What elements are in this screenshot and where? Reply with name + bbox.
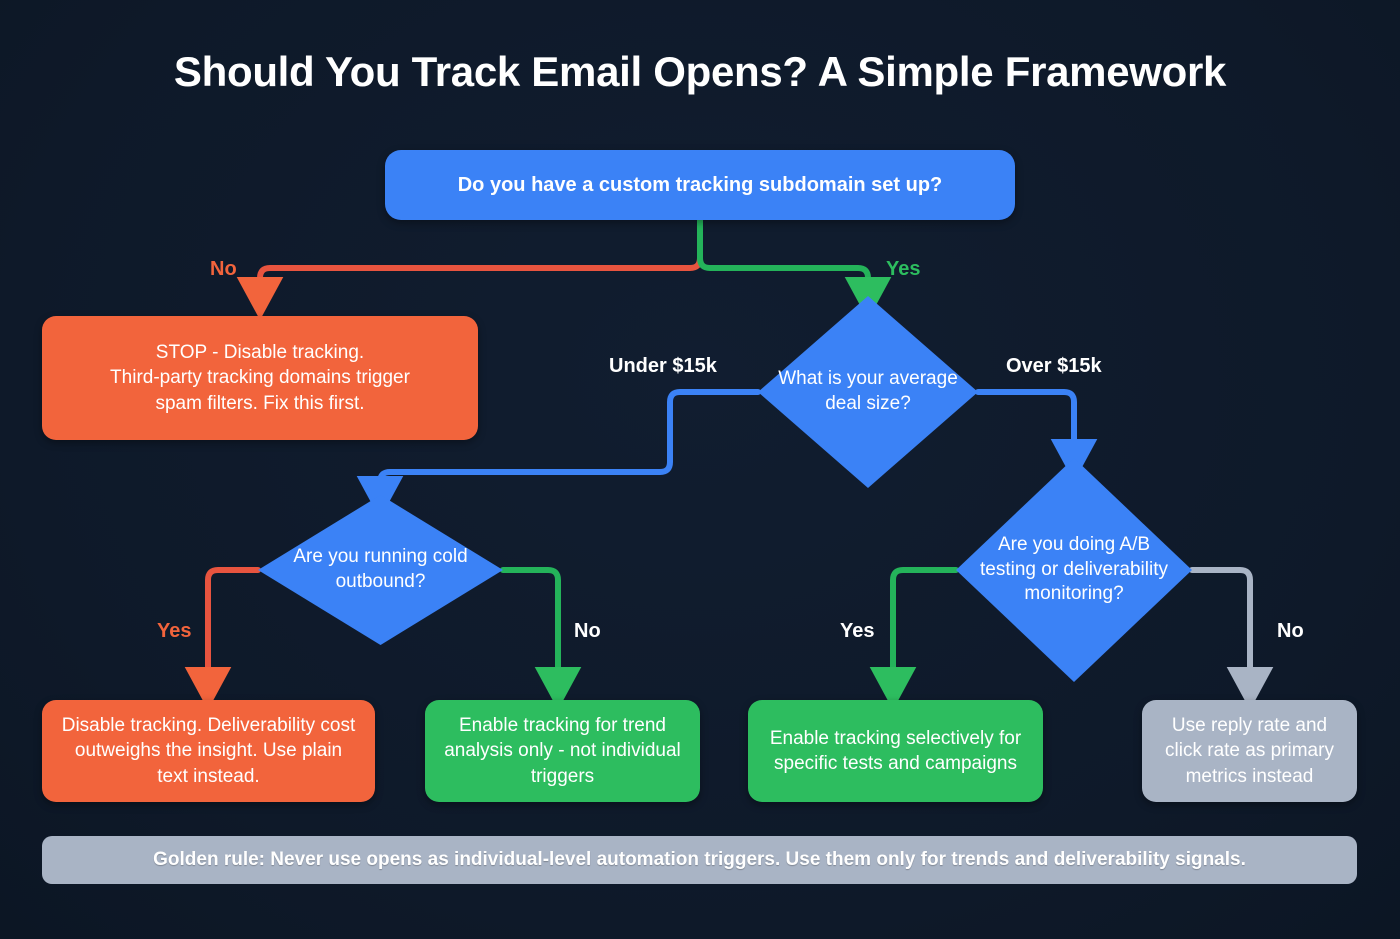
- node-deal-size-label: What is your average deal size?: [778, 368, 958, 414]
- node-result-selective-tracking[interactable]: Enable tracking selectively for specific…: [748, 700, 1043, 802]
- node-ab-testing-label: Are you doing A/B testing or deliverabil…: [980, 533, 1168, 605]
- edge-label-root-yes: Yes: [886, 258, 921, 280]
- edge-cold-no: [500, 567, 582, 710]
- edge-root-yes: [697, 217, 892, 320]
- edge-label-cold-yes: Yes: [157, 620, 192, 642]
- edge-label-root-no: No: [210, 258, 237, 280]
- node-stop-disable-tracking[interactable]: STOP - Disable tracking. Third-party tra…: [42, 316, 478, 440]
- edge-label-cold-no: No: [574, 620, 601, 642]
- node-stop-label: STOP - Disable tracking. Third-party tra…: [110, 342, 410, 414]
- node-ab-testing-decision[interactable]: Are you doing A/B testing or deliverabil…: [956, 458, 1192, 682]
- node-result-disable-tracking[interactable]: Disable tracking. Deliverability cost ou…: [42, 700, 375, 802]
- page-title: Should You Track Email Opens? A Simple F…: [173, 48, 1227, 95]
- node-result-reply-click-rate-label: Use reply rate and click rate as primary…: [1165, 715, 1334, 787]
- node-result-reply-click-rate[interactable]: Use reply rate and click rate as primary…: [1142, 700, 1357, 802]
- node-root-question[interactable]: Do you have a custom tracking subdomain …: [385, 150, 1015, 220]
- node-deal-size-decision[interactable]: What is your average deal size?: [758, 296, 978, 488]
- node-result-disable-tracking-label: Disable tracking. Deliverability cost ou…: [61, 715, 356, 787]
- edge-label-ab-no: No: [1277, 620, 1304, 642]
- edge-label-ab-yes: Yes: [840, 620, 875, 642]
- edge-ab-no: [1189, 567, 1274, 710]
- edge-deal-over: [975, 389, 1098, 482]
- golden-rule-banner: Golden rule: Never use opens as individu…: [42, 836, 1357, 884]
- node-cold-outbound-label: Are you running cold outbound?: [293, 546, 468, 592]
- node-result-selective-tracking-label: Enable tracking selectively for specific…: [769, 727, 1022, 774]
- node-result-trend-analysis[interactable]: Enable tracking for trend analysis only …: [425, 700, 700, 802]
- node-result-trend-analysis-label: Enable tracking for trend analysis only …: [444, 715, 681, 787]
- edge-root-no: [236, 217, 703, 320]
- edge-label-deal-over: Over $15k: [1006, 355, 1102, 377]
- edge-ab-yes: [869, 567, 959, 710]
- node-cold-outbound-decision[interactable]: Are you running cold outbound?: [258, 495, 503, 645]
- golden-rule-text: Golden rule: Never use opens as individu…: [153, 849, 1246, 870]
- node-root-question-label: Do you have a custom tracking subdomain …: [457, 173, 943, 196]
- edge-label-deal-under: Under $15k: [609, 355, 717, 377]
- edge-cold-yes: [184, 567, 261, 710]
